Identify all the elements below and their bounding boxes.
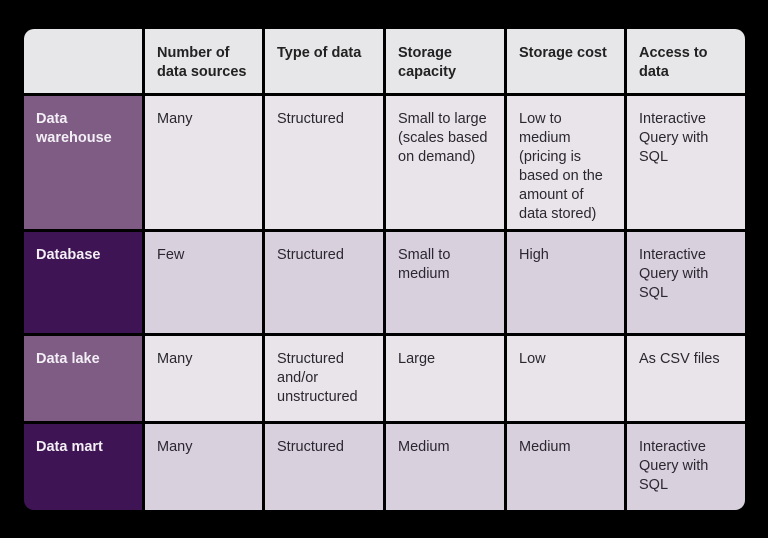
- table-cell: High: [507, 232, 624, 333]
- table-cell: Few: [145, 232, 262, 333]
- table-cell: Low to medium (pricing is based on the a…: [507, 96, 624, 229]
- table-cell: Structured: [265, 424, 383, 510]
- table-cell: Medium: [507, 424, 624, 510]
- table-cell: Small to medium: [386, 232, 504, 333]
- table-cell: Interactive Query with SQL: [627, 232, 745, 333]
- header-storage-capacity: Storage capacity: [386, 29, 504, 93]
- header-number-of-data-sources: Number of data sources: [145, 29, 262, 93]
- table-cell: Structured: [265, 96, 383, 229]
- table-cell: Structured: [265, 232, 383, 333]
- table-cell: Many: [145, 336, 262, 421]
- row-header-data-warehouse: Data warehouse: [24, 96, 142, 229]
- comparison-table: Number of data sources Type of data Stor…: [24, 29, 745, 510]
- table-cell: Interactive Query with SQL: [627, 424, 745, 510]
- table-cell: Many: [145, 96, 262, 229]
- table-cell: Large: [386, 336, 504, 421]
- table-cell: Interactive Query with SQL: [627, 96, 745, 229]
- header-corner: [24, 29, 142, 93]
- row-header-data-lake: Data lake: [24, 336, 142, 421]
- table-cell: As CSV files: [627, 336, 745, 421]
- header-access-to-data: Access to data: [627, 29, 745, 93]
- header-type-of-data: Type of data: [265, 29, 383, 93]
- table-cell: Medium: [386, 424, 504, 510]
- table-cell: Many: [145, 424, 262, 510]
- table-cell: Small to large (scales based on demand): [386, 96, 504, 229]
- row-header-data-mart: Data mart: [24, 424, 142, 510]
- row-header-database: Database: [24, 232, 142, 333]
- table-cell: Low: [507, 336, 624, 421]
- table-cell: Structured and/or unstructured: [265, 336, 383, 421]
- header-storage-cost: Storage cost: [507, 29, 624, 93]
